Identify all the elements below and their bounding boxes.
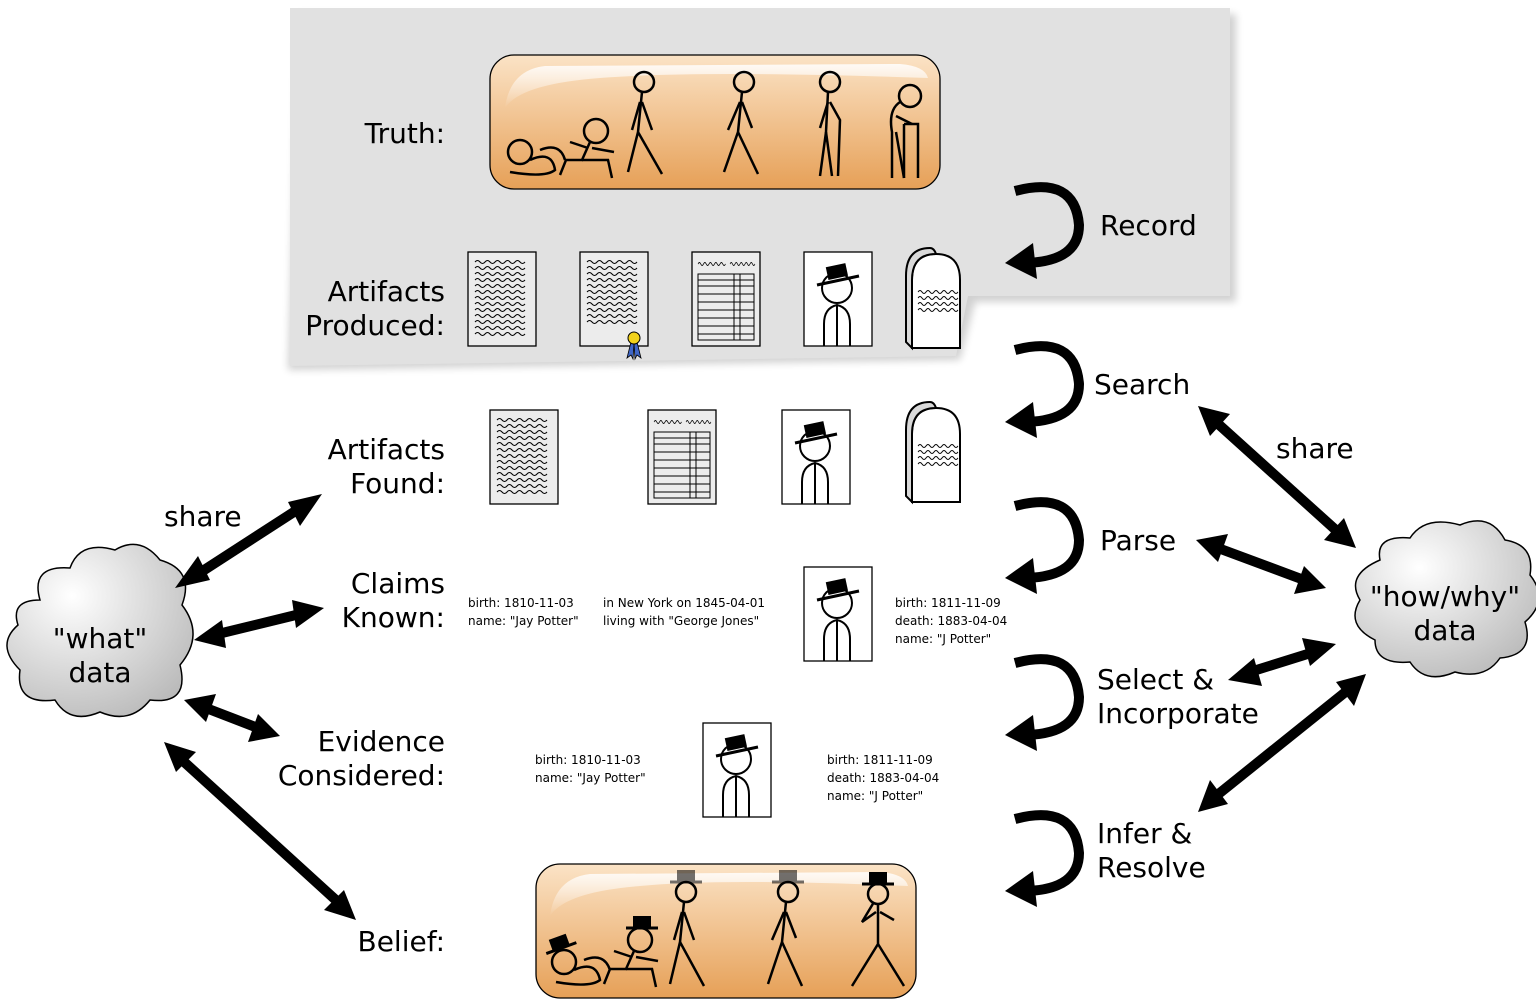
double-arrow-icon (1198, 674, 1366, 812)
crawling-child-icon (602, 926, 659, 988)
parse-label: Parse (1100, 524, 1177, 557)
elderly-person-icon (889, 83, 923, 179)
portrait-icon (701, 721, 773, 819)
baby-icon (506, 138, 567, 176)
cloud-icon (1354, 520, 1536, 678)
walking-person-icon (818, 70, 842, 177)
curved-arrow-icon (1005, 346, 1079, 438)
crawling-child-icon (558, 117, 615, 179)
select-incorporate-label: Select &Incorporate (1097, 663, 1259, 730)
walking-person-icon (722, 70, 760, 175)
census-table-icon (692, 252, 760, 346)
baby-icon (550, 948, 612, 986)
portrait-icon (780, 408, 852, 506)
double-arrow-icon (194, 600, 324, 648)
letter-document-icon (468, 252, 536, 346)
truth-box (489, 54, 941, 190)
share-label-left: share (164, 500, 242, 533)
double-arrow-icon (1228, 638, 1336, 686)
curved-arrow-icon (1005, 659, 1079, 751)
elderly-person-icon (850, 882, 906, 987)
double-arrow-icon (1198, 406, 1356, 548)
portrait-icon (802, 565, 874, 663)
what-data-cloud-label: "what"data (52, 622, 148, 689)
certificate-icon (580, 252, 648, 359)
infer-resolve-label: Infer &Resolve (1097, 817, 1206, 884)
record-label: Record (1100, 209, 1197, 242)
double-arrow-icon (164, 742, 356, 920)
walking-person-icon (626, 70, 664, 175)
search-label: Search (1094, 368, 1191, 401)
cloud-icon (6, 543, 194, 718)
truth-label: Truth: (364, 117, 445, 150)
double-arrow-icon (175, 494, 322, 588)
belief-box (535, 863, 917, 999)
double-arrow-icon (184, 694, 280, 742)
curved-arrow-icon (1005, 502, 1079, 594)
gravestone-icon (906, 248, 960, 348)
walking-person-icon (668, 880, 706, 987)
share-label-right: share (1276, 432, 1354, 465)
curved-arrow-icon (1005, 815, 1079, 907)
gravestone-icon (906, 402, 960, 502)
census-table-icon (648, 410, 716, 504)
letter-document-icon (490, 410, 558, 504)
howwhy-data-cloud-label: "how/why"data (1369, 580, 1521, 647)
portrait-icon (802, 250, 874, 348)
belief-label: Belief: (357, 925, 445, 958)
double-arrow-icon (1196, 534, 1326, 594)
